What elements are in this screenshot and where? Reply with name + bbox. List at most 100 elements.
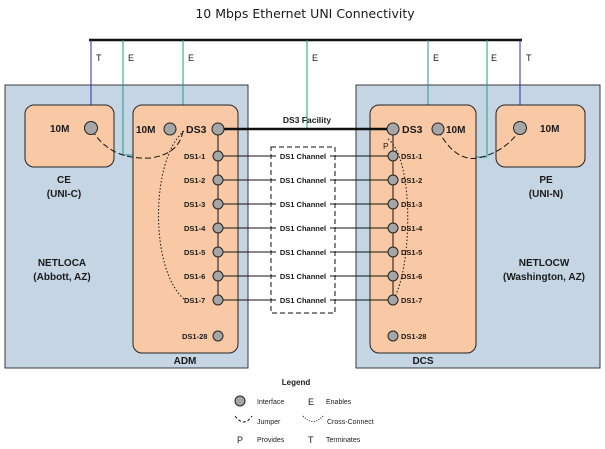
dcs-ds1-28-label: DS1-28 [401,332,426,341]
adm-ds1-interface[interactable] [212,294,224,306]
ce-sub: (UNI-C) [47,189,81,200]
adm-ds1-port-label: DS1-1 [184,152,205,161]
dcs-ds1-port-label: DS1-5 [401,248,422,257]
cross-connect-adm [158,130,185,300]
dcs-ds1-port-label: DS1-7 [401,296,422,305]
terminates-label-right: T [526,53,532,63]
adm-ds1-28-interface[interactable] [212,330,224,342]
dcs-provides-marker: P [383,141,389,151]
legend-terminates-symbol: T [308,435,314,445]
adm-ds1-interface[interactable] [212,198,224,210]
ds1-channel-label: DS1 Channel [280,152,326,161]
legend-interface-icon [234,395,246,407]
enables-label-right-1: E [433,53,439,63]
adm-ds1-port-label: DS1-7 [184,296,205,305]
legend-enables-label: Enables [326,399,352,406]
legend-provides-symbol: P [237,435,243,445]
dcs-ds1-port-label: DS1-2 [401,176,422,185]
dcs-box [369,104,477,354]
ce-10m-label: 10M [50,124,69,135]
site-right-name: NETLOCW [519,258,570,269]
diagram-title: 10 Mbps Ethernet UNI Connectivity [195,6,415,21]
pe-box [495,104,586,168]
adm-ds1-port-label: DS1-3 [184,200,205,209]
legend-title: Legend [282,378,311,387]
dcs-ds1-port-label: DS1-4 [401,224,423,233]
dcs-ds1-interface[interactable] [387,246,399,258]
ds1-channel-label-bg [276,271,330,280]
adm-ds1-port-label: DS1-2 [184,176,205,185]
enables-label-right-2: E [491,53,497,63]
site-left-location: (Abbott, AZ) [33,272,90,283]
pe-sub: (UNI-N) [529,189,563,200]
legend-interface-label: Interface [257,399,284,406]
enables-label-left-2: E [188,53,194,63]
ds1-channel-label: DS1 Channel [280,296,326,305]
dcs-ds1-port-label: DS1-3 [401,200,422,209]
jumper-dcs-pe [437,129,521,159]
adm-ds1-interface[interactable] [212,270,224,282]
dcs-ds1-interface[interactable] [387,198,399,210]
terminates-label-left: T [96,53,102,63]
ds1-channel-label: DS1 Channel [280,248,326,257]
adm-label: ADM [174,356,197,367]
adm-ds1-interface[interactable] [212,246,224,258]
legend-cross-connect-label: Cross-Connect [327,419,374,426]
adm-10m-label: 10M [136,125,155,136]
site-right-location: (Washington, AZ) [503,272,585,283]
dcs-10m-label: 10M [446,125,465,136]
dcs-ds1-interface[interactable] [387,150,399,162]
pe-name: PE [539,175,553,186]
ds1-channel-label: DS1 Channel [280,224,326,233]
dcs-ds3-interface[interactable] [386,122,400,136]
adm-ds1-port-label: DS1-6 [184,272,205,281]
adm-ds1-port-label: DS1-4 [184,224,206,233]
ce-name: CE [57,175,71,186]
ds1-channel-label: DS1 Channel [280,176,326,185]
ce-box [24,104,115,168]
adm-ds3-interface[interactable] [211,122,225,136]
adm-ds1-interface[interactable] [212,174,224,186]
ds1-channel-label-bg [276,247,330,256]
pe-10m-interface[interactable] [513,121,527,135]
ds1-channel-label-bg [276,175,330,184]
dcs-ds3-label: DS3 [402,124,423,136]
enables-label-mid: E [312,53,318,63]
legend: Legend Interface E Enables Jumper Cross-… [234,378,374,445]
adm-ds1-interface[interactable] [212,150,224,162]
ds1-channel-label: DS1 Channel [280,200,326,209]
adm-ds1-28-label: DS1-28 [182,332,207,341]
legend-enables-symbol: E [308,397,314,407]
dcs-ds1-interface[interactable] [387,294,399,306]
cross-connect-dcs [387,138,409,301]
ds1-channel-label-bg [276,151,330,160]
ds1-channel-label-bg [276,295,330,304]
adm-ds1-port-label: DS1-5 [184,248,205,257]
ce-10m-interface[interactable] [84,121,98,135]
ds1-channel-label: DS1 Channel [280,272,326,281]
dcs-ds1-interface[interactable] [387,270,399,282]
legend-terminates-label: Terminates [326,437,361,444]
dcs-ds1-interface[interactable] [387,222,399,234]
dcs-label: DCS [412,356,433,367]
adm-ds3-label: DS3 [186,124,207,136]
legend-jumper-icon [234,415,253,423]
dcs-ds1-port-label: DS1-1 [401,152,422,161]
dcs-ds1-28-interface[interactable] [387,330,399,342]
pe-10m-label: 10M [540,124,559,135]
jumper-ce-adm [91,129,184,159]
adm-10m-interface[interactable] [163,122,177,136]
ds3-facility-label: DS3 Facility [283,115,331,125]
dcs-ds1-port-label: DS1-6 [401,272,422,281]
ds1-channel-label-bg [276,199,330,208]
ds1-channel-label-bg [276,223,330,232]
legend-cross-connect-icon [302,415,324,422]
adm-ds1-interface[interactable] [212,222,224,234]
dcs-ds1-interface[interactable] [387,174,399,186]
legend-jumper-label: Jumper [257,419,281,426]
site-left-name: NETLOCA [38,258,86,269]
dcs-10m-interface[interactable] [431,122,445,136]
legend-provides-label: Provides [257,437,285,444]
